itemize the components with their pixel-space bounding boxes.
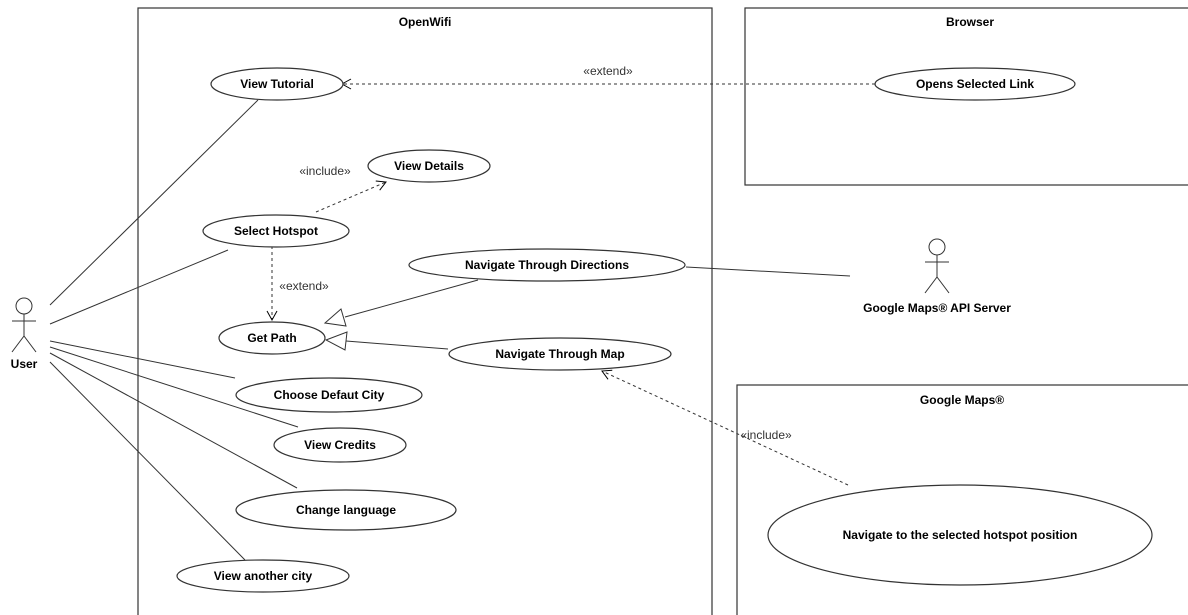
use-case-navigate-map[interactable]: Navigate Through Map [448, 337, 672, 371]
use-case-select-hotspot-label: Select Hotspot [234, 224, 318, 238]
stereotype-extend-tutorial: «extend» [583, 64, 633, 78]
actor-user-label: User [11, 357, 38, 371]
generalization-map-get-path [324, 331, 449, 351]
actor-maps-api-label: Google Maps® API Server [863, 301, 1011, 315]
assoc-user-change-language [49, 352, 298, 489]
stereotype-extend-path: «extend» [279, 279, 329, 293]
assoc-directions-api-server [685, 266, 851, 277]
use-case-view-another-city[interactable]: View another city [176, 559, 350, 593]
use-case-view-credits[interactable]: View Credits [273, 427, 407, 463]
actor-user-head [15, 297, 33, 315]
use-case-opens-selected-link[interactable]: Opens Selected Link [874, 67, 1076, 101]
use-case-view-credits-label: View Credits [304, 438, 376, 452]
use-case-navigate-selected-hotspot[interactable]: Navigate to the selected hotspot positio… [767, 484, 1153, 586]
use-case-opens-selected-link-label: Opens Selected Link [916, 77, 1034, 91]
use-case-navigate-directions[interactable]: Navigate Through Directions [408, 248, 686, 282]
actor-maps-api-server[interactable] [924, 238, 950, 294]
assoc-user-choose-city [49, 340, 236, 379]
use-case-view-details[interactable]: View Details [367, 149, 491, 183]
assoc-user-view-another-city [49, 361, 246, 561]
use-case-view-details-label: View Details [394, 159, 464, 173]
use-case-navigate-map-label: Navigate Through Map [495, 347, 624, 361]
use-case-choose-default-city-label: Choose Defaut City [274, 388, 385, 402]
use-case-get-path-label: Get Path [247, 331, 296, 345]
stereotype-include-details: «include» [299, 164, 351, 178]
use-case-view-tutorial-label: View Tutorial [240, 77, 314, 91]
use-case-choose-default-city[interactable]: Choose Defaut City [235, 377, 423, 413]
actor-user[interactable] [11, 297, 37, 353]
assoc-user-select-hotspot [49, 249, 229, 325]
system-google-maps-label: Google Maps® [920, 393, 1004, 407]
use-case-navigate-directions-label: Navigate Through Directions [465, 258, 629, 272]
user-associations [49, 99, 299, 561]
use-case-change-language-label: Change language [296, 503, 396, 517]
use-case-view-tutorial[interactable]: View Tutorial [210, 67, 344, 101]
assoc-user-view-credits [49, 346, 299, 428]
actor-maps-api-head [928, 238, 946, 256]
system-browser-label: Browser [946, 15, 994, 29]
system-openwifi-label: OpenWifi [399, 15, 452, 29]
use-case-change-language[interactable]: Change language [235, 489, 457, 531]
use-case-get-path[interactable]: Get Path [218, 321, 326, 355]
use-case-select-hotspot[interactable]: Select Hotspot [202, 214, 350, 248]
stereotype-include-map: «include» [740, 428, 792, 442]
assoc-user-view-tutorial [49, 99, 259, 306]
use-case-navigate-selected-hotspot-label: Navigate to the selected hotspot positio… [843, 528, 1078, 542]
use-case-view-another-city-label: View another city [214, 569, 313, 583]
include-details [315, 180, 387, 213]
generalization-directions-get-path [323, 279, 479, 327]
